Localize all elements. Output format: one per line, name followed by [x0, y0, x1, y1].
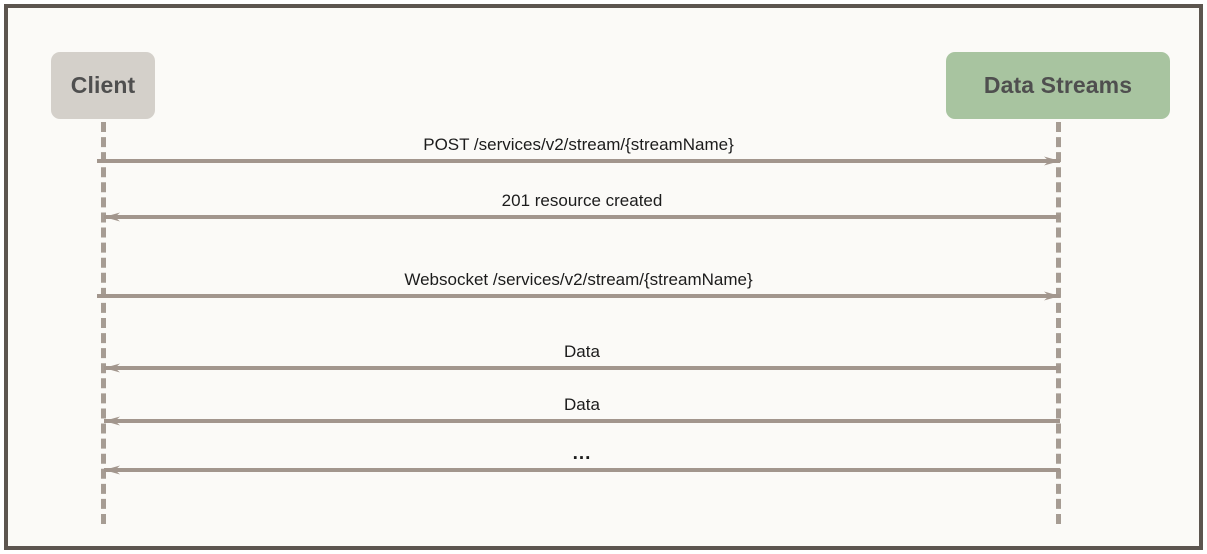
participant-client-label: Client	[70, 72, 136, 98]
arrow-left-icon	[102, 359, 120, 377]
participant-data-streams[interactable]: Data Streams	[946, 52, 1170, 119]
participant-data-streams-label: Data Streams	[983, 72, 1133, 98]
message-1-post[interactable]: POST /services/v2/stream/{streamName}	[97, 123, 1060, 166]
message-6-line	[104, 468, 1060, 472]
arrow-right-icon	[1044, 287, 1062, 305]
message-3-label: Websocket /services/v2/stream/{streamNam…	[404, 270, 753, 289]
message-1-line	[97, 159, 1060, 163]
arrow-right-icon	[1044, 152, 1062, 170]
message-3-websocket[interactable]: Websocket /services/v2/stream/{streamNam…	[97, 258, 1060, 301]
message-4-line	[104, 366, 1060, 370]
message-6-label: ...	[572, 443, 592, 464]
arrow-left-icon	[102, 208, 120, 226]
diagram-frame: Client Data Streams POST /services/v2/st…	[4, 4, 1203, 550]
message-2-label: 201 resource created	[501, 191, 663, 210]
message-6-ellipsis[interactable]: ...	[104, 432, 1060, 475]
message-3-line	[97, 294, 1060, 298]
message-4-data[interactable]: Data	[104, 330, 1060, 373]
message-5-label: Data	[564, 395, 600, 414]
message-4-label: Data	[564, 342, 600, 361]
arrow-left-icon	[102, 412, 120, 430]
message-1-label: POST /services/v2/stream/{streamName}	[423, 135, 734, 154]
message-2-line	[104, 215, 1060, 219]
lifeline-client	[101, 122, 106, 524]
lifeline-data-streams	[1056, 122, 1061, 524]
arrow-left-icon	[102, 461, 120, 479]
message-5-data[interactable]: Data	[104, 383, 1060, 426]
message-2-201-created[interactable]: 201 resource created	[104, 179, 1060, 222]
message-5-line	[104, 419, 1060, 423]
participant-client[interactable]: Client	[51, 52, 155, 119]
